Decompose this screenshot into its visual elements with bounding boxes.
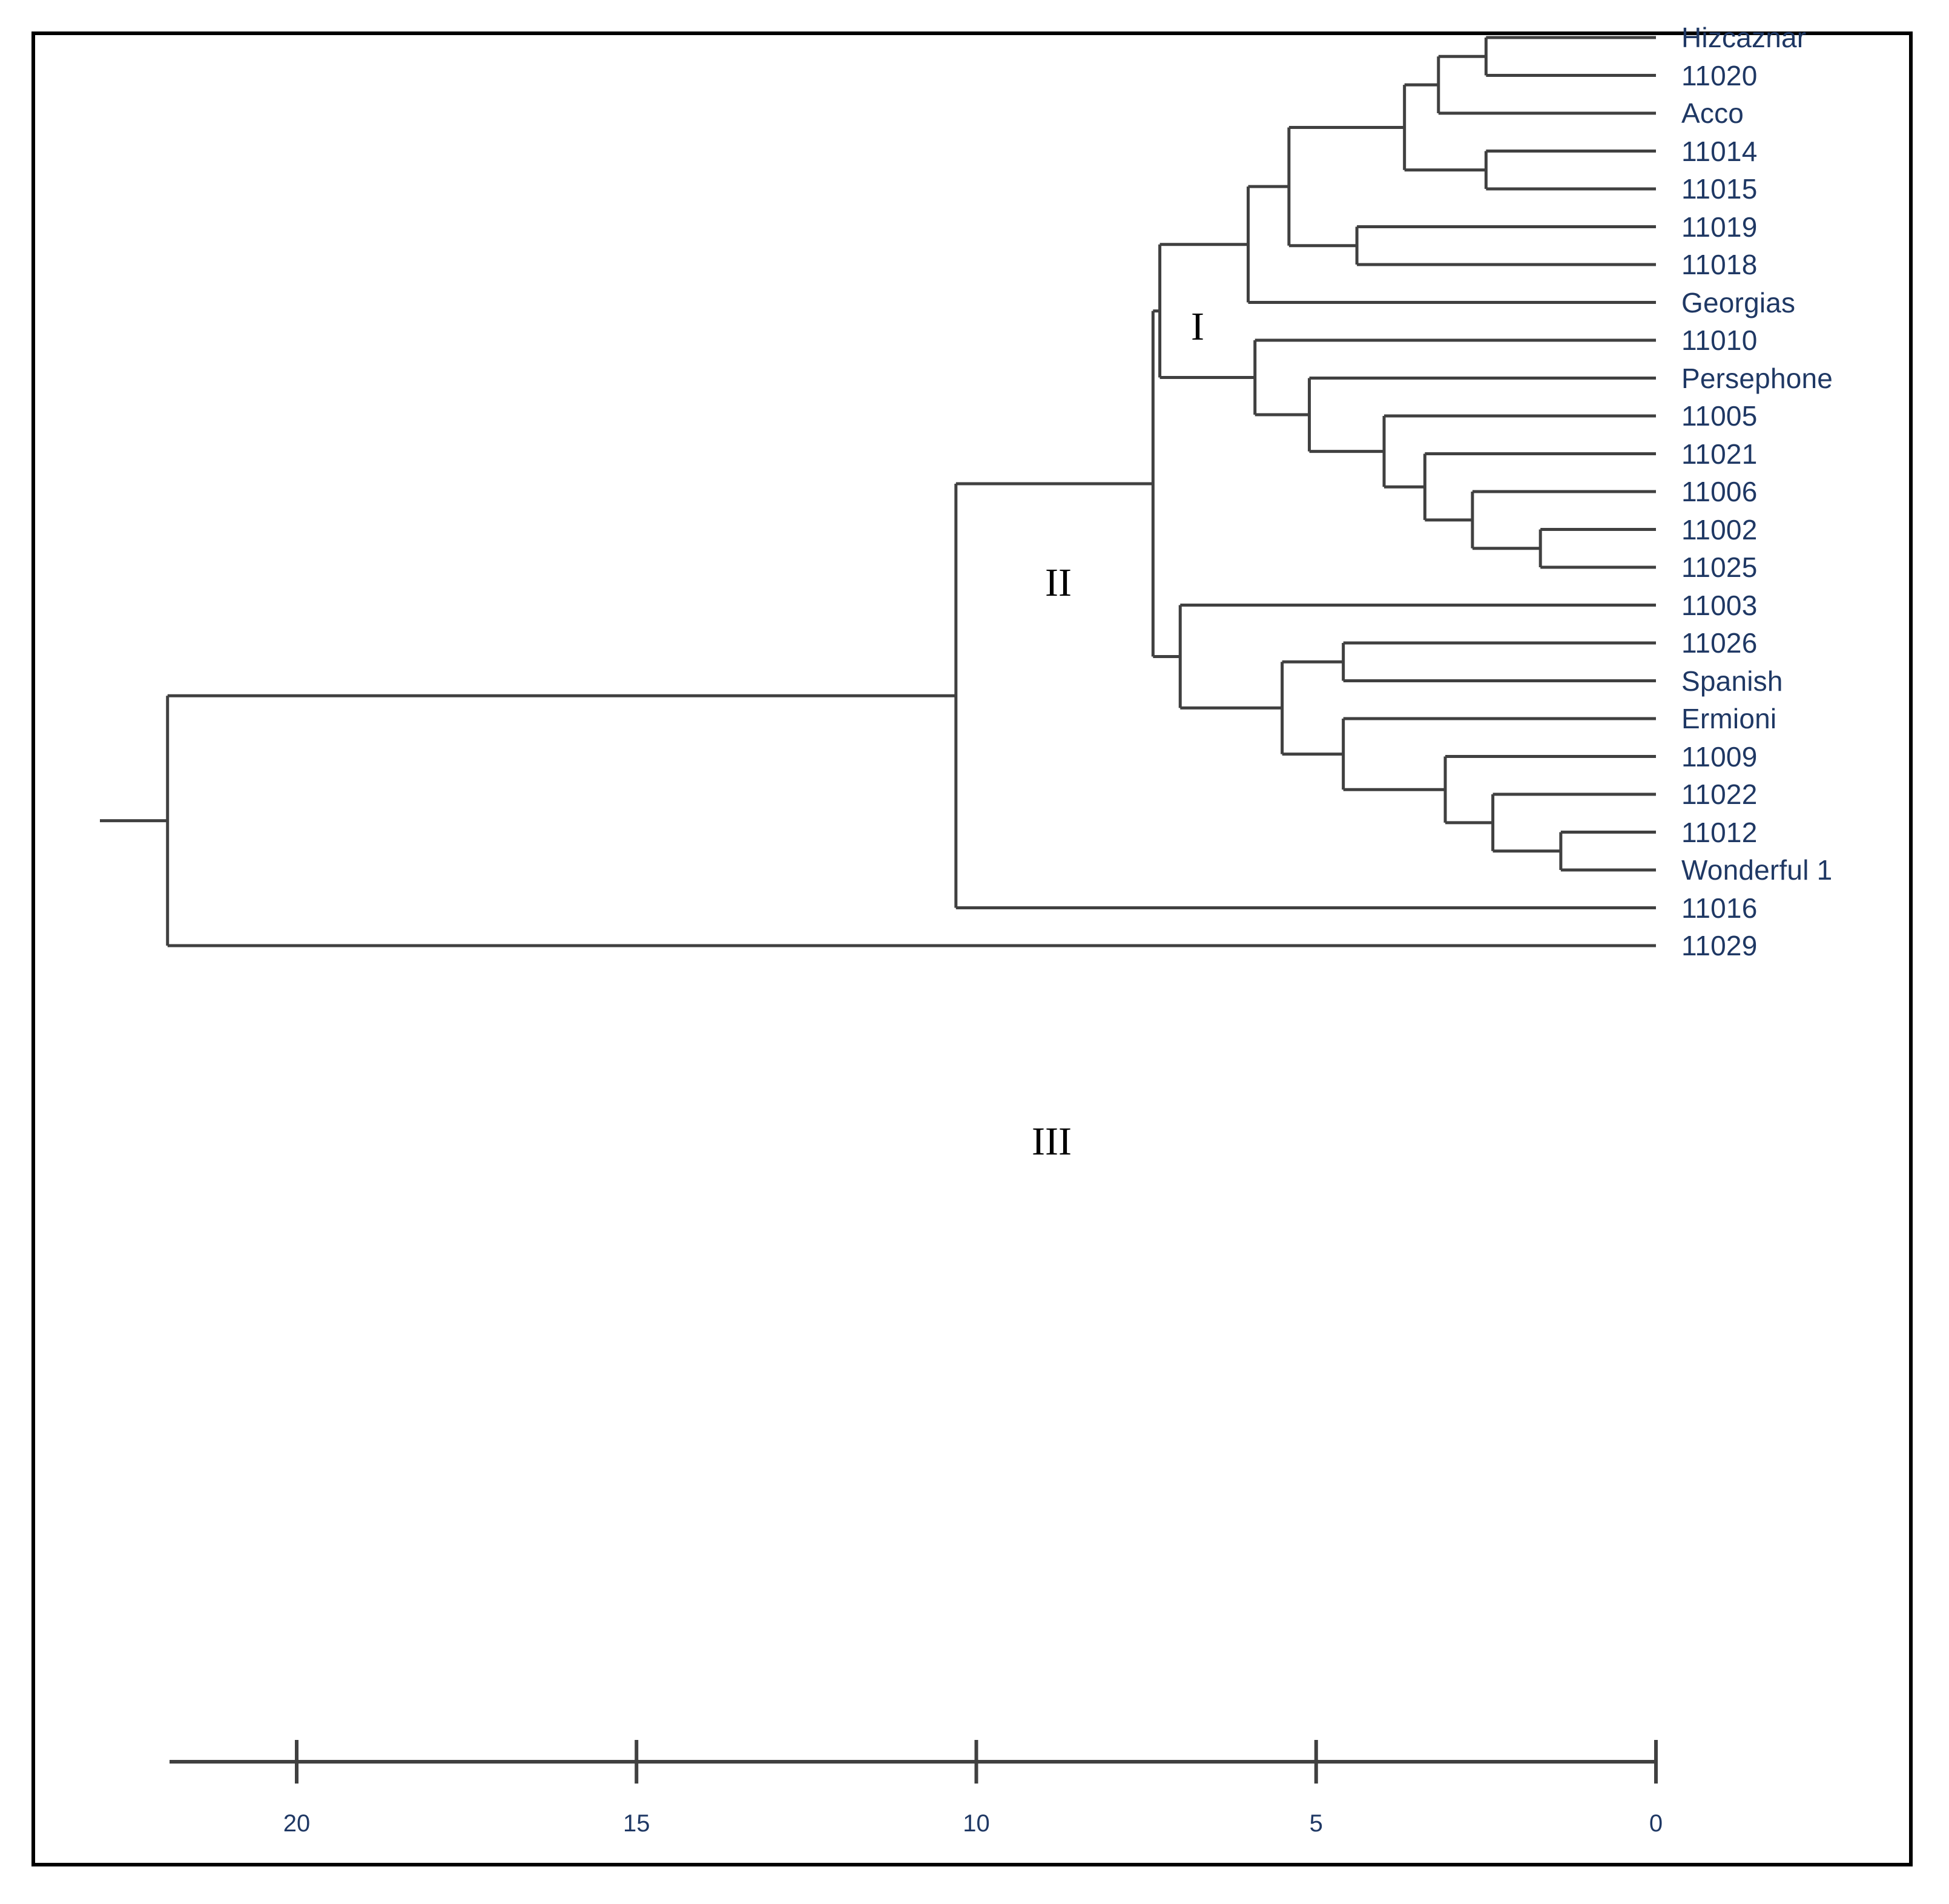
leaf-label: 11022 [1681, 779, 1758, 810]
axis-tick-label: 15 [623, 1810, 650, 1837]
figure-border [31, 31, 1913, 1866]
leaf-label: 11020 [1681, 59, 1758, 91]
leaf-label: Hizcaznar [1681, 22, 1807, 53]
axis-tick-label: 5 [1309, 1810, 1323, 1837]
leaf-label: 11010 [1681, 324, 1758, 356]
cluster-label-iii: III [1032, 1119, 1072, 1164]
leaf-label: 11019 [1681, 211, 1758, 243]
leaf-label: Georgias [1681, 286, 1796, 318]
leaf-label: 11029 [1681, 930, 1758, 961]
leaf-label: 11015 [1681, 173, 1758, 205]
leaf-label: Wonderful 1 [1681, 854, 1833, 886]
leaf-label: 11026 [1681, 627, 1758, 659]
leaf-label: 11025 [1681, 552, 1758, 583]
axis-tick-label: 10 [963, 1810, 990, 1837]
leaf-label: 11016 [1681, 892, 1758, 924]
leaf-label: Persephone [1681, 362, 1833, 394]
leaf-label: 11003 [1681, 589, 1758, 621]
leaf-label: 11006 [1681, 476, 1758, 507]
leaf-label: 11002 [1681, 513, 1758, 545]
cluster-label-ii: II [1045, 561, 1072, 605]
leaf-label: 11012 [1681, 816, 1758, 848]
axis-tick-label: 20 [283, 1810, 311, 1837]
leaf-label: Spanish [1681, 665, 1783, 697]
leaf-label: Ermioni [1681, 703, 1777, 734]
leaf-label: 11021 [1681, 438, 1758, 470]
cluster-label-i: I [1191, 305, 1204, 349]
leaf-label: 11009 [1681, 740, 1758, 772]
leaf-label: 11014 [1681, 135, 1758, 167]
leaf-label: 11005 [1681, 400, 1758, 432]
leaf-label: Acco [1681, 97, 1744, 129]
axis-tick-label: 0 [1649, 1810, 1663, 1837]
leaf-label: 11018 [1681, 249, 1758, 280]
